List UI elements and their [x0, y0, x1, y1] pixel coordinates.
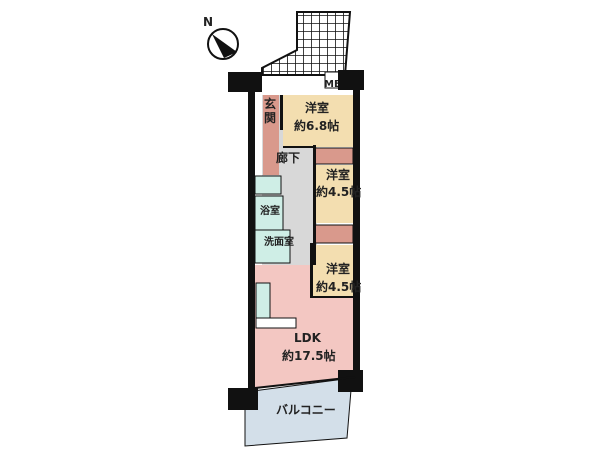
room-western-1	[283, 95, 353, 147]
kitchen-counter-2	[255, 317, 297, 329]
ldk-size: 約17.5帖	[282, 348, 336, 363]
balcony	[244, 377, 353, 447]
ldk-bottom-wall	[254, 376, 356, 389]
ldk-name: LDK	[294, 331, 322, 345]
western1-size: 約6.8帖	[294, 118, 339, 133]
western2-name: 洋室	[326, 167, 350, 182]
washroom-label: 洗面室	[264, 235, 294, 248]
western2-size: 約4.5帖	[316, 184, 361, 199]
ldk	[255, 265, 355, 388]
western3-name: 洋室	[326, 261, 350, 276]
entrance-shoe-storage	[263, 95, 279, 175]
western1-name: 洋室	[305, 100, 329, 115]
walls	[228, 70, 364, 410]
closet-lower	[314, 224, 354, 244]
entrance-label-1: 玄	[264, 96, 276, 111]
room-western-3	[312, 245, 354, 297]
mb-label: MB	[324, 79, 342, 90]
bath-label: 浴室	[260, 204, 280, 217]
toilet	[254, 175, 282, 195]
washroom	[254, 229, 291, 264]
room-western-2	[315, 165, 353, 223]
kitchen-counter	[255, 282, 271, 319]
entrance-porch	[261, 11, 352, 76]
western3-size: 約4.5帖	[316, 279, 361, 294]
hallway-label: 廊下	[276, 150, 300, 165]
closet-row	[314, 147, 354, 165]
compass-north-label: N	[203, 15, 213, 29]
bath	[254, 195, 284, 231]
balcony-label: バルコニー	[276, 403, 336, 417]
entrance-label-2: 関	[264, 111, 276, 125]
compass-icon: N	[203, 15, 239, 60]
